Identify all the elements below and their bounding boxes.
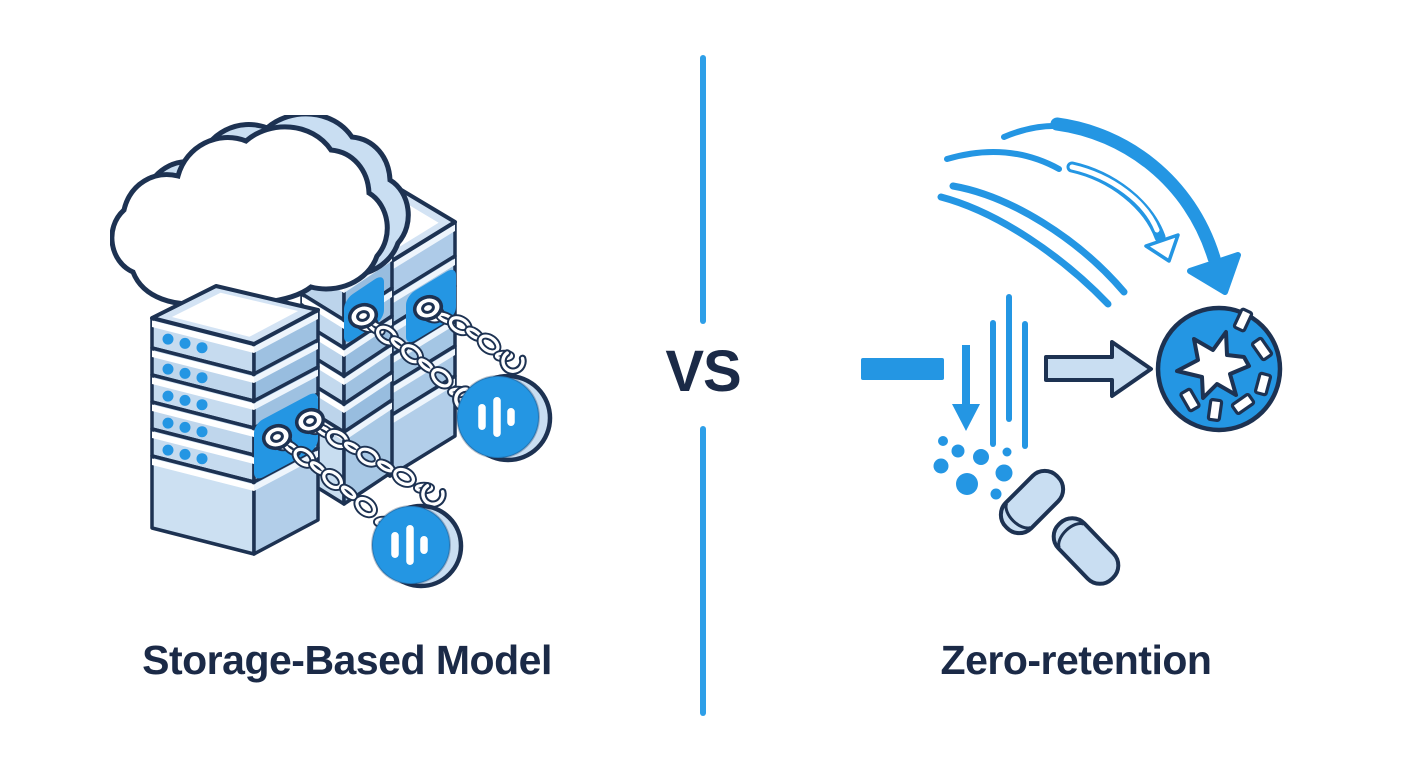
divider-line-top — [700, 55, 706, 324]
particle-dots — [933, 436, 1013, 500]
shatter-circle-icon — [1155, 305, 1283, 433]
data-bar — [861, 358, 944, 380]
server-cloud-chain-art — [110, 115, 553, 589]
swoosh-arrows-icon — [937, 117, 1241, 308]
left-panel-label: Storage-Based Model — [142, 637, 552, 683]
stream-lines — [990, 294, 1028, 449]
vs-label: VS — [665, 339, 741, 404]
storage-based-illustration — [110, 115, 553, 589]
debris-cylinders — [998, 468, 1121, 586]
right-panel-label: Zero-retention — [940, 637, 1212, 683]
transform-arrow-icon — [1044, 340, 1153, 398]
zero-retention-illustration — [861, 117, 1283, 586]
divider-line-bottom — [700, 426, 706, 716]
shred-splat — [1175, 330, 1251, 400]
down-arrow-icon — [952, 345, 980, 431]
